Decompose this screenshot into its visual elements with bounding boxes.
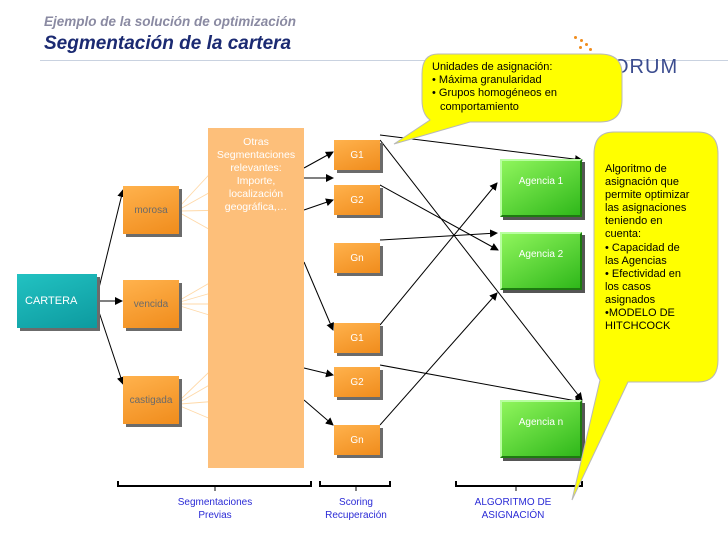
label-line: Previas [198, 510, 232, 521]
segment-morosa: morosa [123, 186, 179, 234]
callout-unidades-bullet: • Grupos homogéneos en [432, 87, 557, 100]
label-line: ASIGNACIÓN [481, 510, 545, 521]
cartera-node: CARTERA [17, 274, 97, 328]
callout-algoritmo-line: las Agencias [605, 254, 667, 267]
callout-algoritmo-line: • Efectividad en [605, 267, 682, 280]
label-line: Scoring [339, 497, 373, 508]
group-g2-lower: G2 [334, 367, 380, 397]
company-logo: ORUM [613, 56, 679, 78]
group-g1-lower: G1 [334, 323, 380, 353]
otras-segmentaciones-label: Otras Segmentaciones relevantes: Importe… [216, 136, 296, 213]
group-gn-lower: Gn [334, 425, 380, 455]
group-g2-upper: G2 [334, 185, 380, 215]
header-divider [40, 60, 728, 61]
callout-algoritmo-line: los casos [605, 280, 651, 293]
agencia-2: Agencia 2 [500, 232, 582, 290]
group-arrows [303, 151, 334, 426]
callout-algoritmo-line: cuenta: [605, 228, 642, 241]
segment-castigada: castigada [123, 376, 179, 424]
group-g1-upper: G1 [334, 140, 380, 170]
callout-algoritmo-line: las asignaciones [605, 202, 687, 215]
label-segmentaciones-previas: Segmentaciones Previas [160, 496, 270, 522]
callout-unidades: Unidades de asignación: • Máxima granula… [432, 61, 557, 114]
callout-unidades-bullet: • Máxima granularidad [432, 74, 542, 87]
callout-algoritmo-line: asignados [605, 293, 656, 306]
cartera-arrows [96, 189, 126, 385]
callout-algoritmo-line: permite optimizar [605, 189, 690, 202]
callout-algoritmo-line: •MODELO DE [605, 307, 675, 320]
callout-algoritmo: Algoritmo de asignación que permite opti… [605, 163, 709, 333]
callout-algoritmo-line: asignación que [605, 176, 680, 189]
logo-dots-icon [574, 34, 596, 54]
assignment-arrows [379, 134, 583, 426]
label-algoritmo-asignacion: ALGORITMO DE ASIGNACIÓN [458, 496, 568, 522]
label-line: Segmentaciones [177, 497, 253, 508]
agencia-1: Agencia 1 [500, 159, 582, 217]
callout-algoritmo-line: Algoritmo de [605, 163, 667, 175]
bracket-ticks [214, 486, 517, 491]
otras-segmentaciones-panel: Otras Segmentaciones relevantes: Importe… [208, 128, 304, 468]
segment-vencida: vencida [123, 280, 179, 328]
group-gn-upper: Gn [334, 243, 380, 273]
callout-algoritmo-line: • Capacidad de [605, 241, 680, 254]
label-line: ALGORITMO DE [474, 497, 552, 508]
presentation-subtitle: Ejemplo de la solución de optimización [44, 14, 297, 29]
callout-unidades-bullet: comportamiento [440, 100, 519, 113]
callout-algoritmo-line: HITCHCOCK [605, 320, 671, 333]
page-title: Segmentación de la cartera [44, 33, 292, 54]
agencia-n: Agencia n [500, 400, 582, 458]
label-scoring-recuperacion: Scoring Recuperación [315, 496, 397, 522]
callout-algoritmo-line: teniendo en [605, 215, 663, 228]
label-line: Recuperación [325, 510, 387, 521]
callout-unidades-title: Unidades de asignación: [432, 61, 553, 73]
